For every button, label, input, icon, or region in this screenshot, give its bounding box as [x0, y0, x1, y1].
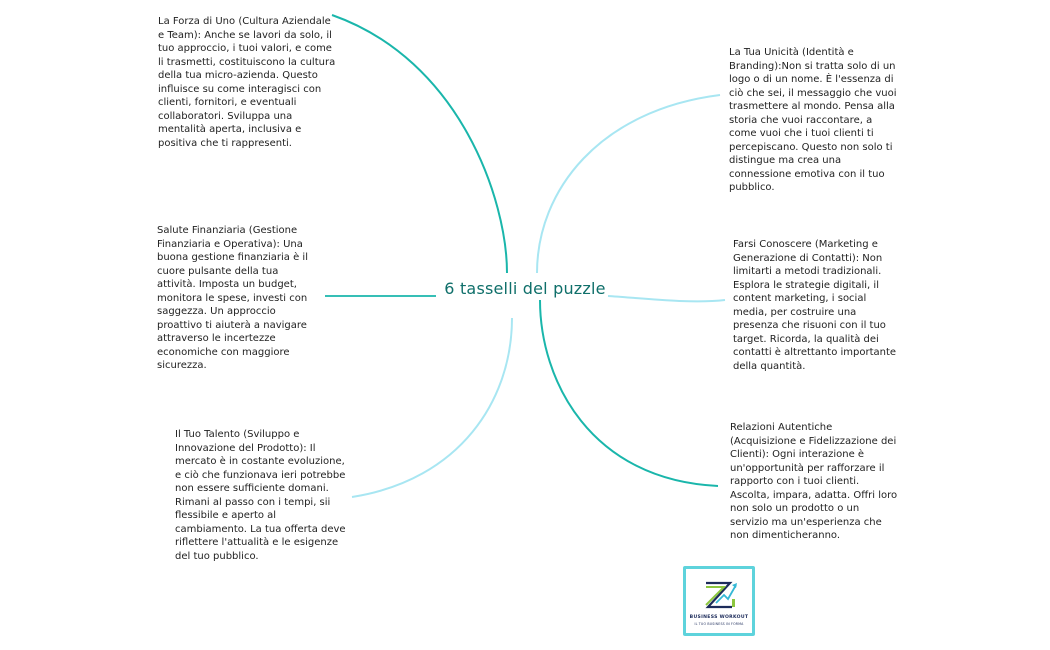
branch-cultura-aziendale: La Forza di Uno (Cultura Aziendale e Tea… — [158, 16, 336, 149]
branch-tuo-talento: Il Tuo Talento (Sviluppo e Innovazione d… — [175, 429, 346, 562]
branch-farsi-conoscere: Farsi Conoscere (Marketing e Generazione… — [733, 239, 897, 372]
logo-mark-icon — [705, 581, 737, 609]
connector-to-cultura — [331, 14, 508, 274]
connector-to-marketing — [607, 295, 726, 303]
central-topic: 6 tasselli del puzzle — [444, 279, 606, 298]
branch-relazioni-autentiche: Relazioni Autentiche (Acquisizione e Fid… — [730, 422, 898, 541]
business-workout-logo: BUSINESS WORKOUT IL TUO BUSINESS IN FORM… — [683, 566, 755, 636]
connector-to-relazioni — [539, 299, 719, 487]
logo-wordmark: BUSINESS WORKOUT — [689, 615, 749, 620]
logo-tagline: IL TUO BUSINESS IN FORMA — [694, 622, 744, 626]
branch-salute-finanziaria: Salute Finanziaria (Gestione Finanziaria… — [157, 225, 308, 371]
branch-tua-unicita: La Tua Unicità (Identità e Branding):Non… — [729, 47, 897, 193]
connector-to-unicita — [536, 94, 721, 274]
connector-to-talento — [351, 317, 513, 498]
